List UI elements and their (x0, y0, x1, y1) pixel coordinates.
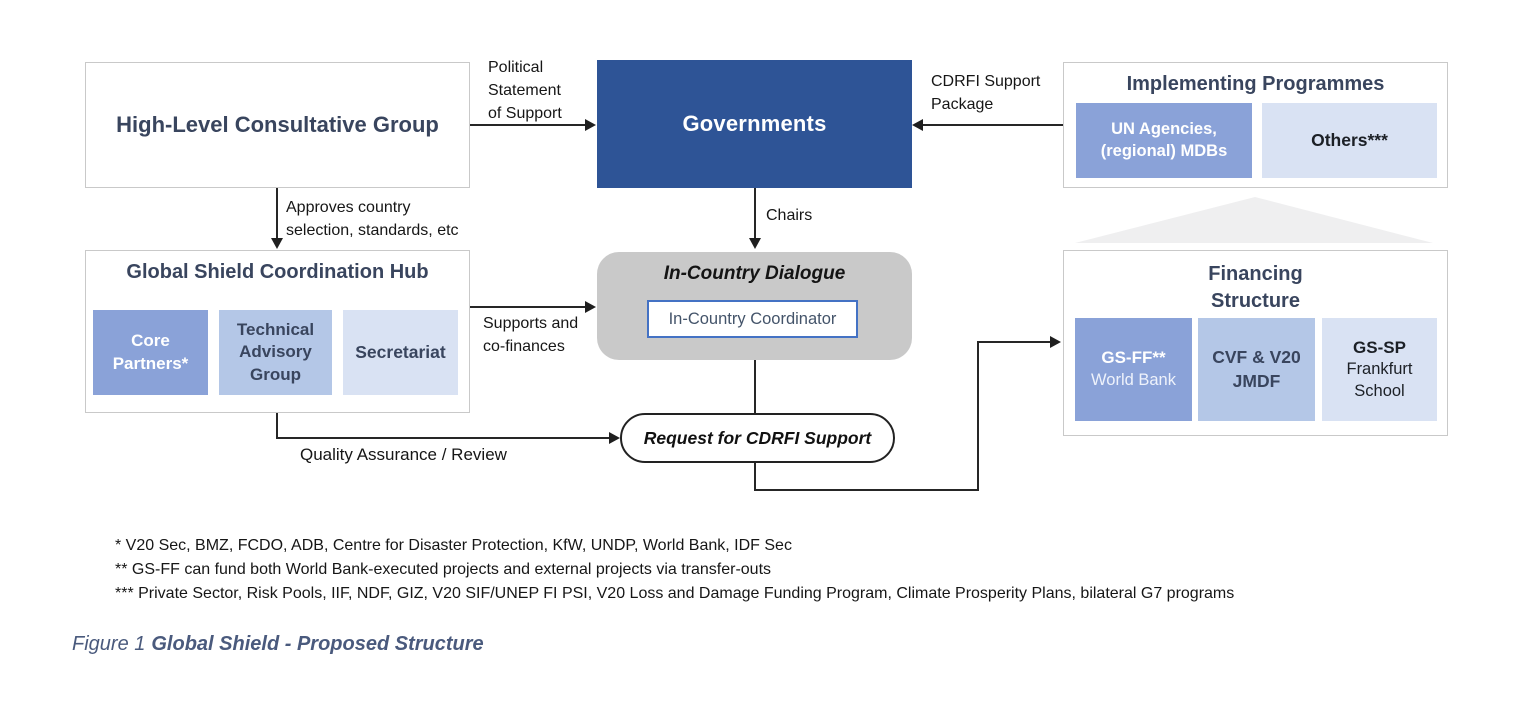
in-country-dialogue-box: In-Country Dialogue In-Country Coordinat… (597, 252, 912, 360)
request-financing-line-v2 (977, 342, 979, 491)
supports-line (470, 306, 586, 308)
gsff-line1: GS-FF** (1101, 348, 1166, 368)
political-statement-label: Political Statement of Support (488, 59, 562, 123)
approves-arrowhead-icon (271, 238, 283, 249)
gsff-world-bank-box: GS-FF** World Bank (1075, 318, 1192, 421)
footnote-3: *** Private Sector, Risk Pools, IIF, NDF… (115, 585, 1235, 602)
core-partners-box: Core Partners* (93, 310, 208, 395)
chairs-line (754, 188, 756, 238)
in-country-coordinator-box: In-Country Coordinator (647, 300, 858, 338)
governments-box: Governments (597, 60, 912, 188)
approves-label: Approves country selection, standards, e… (286, 199, 459, 240)
gssp-text: GS-SP Frankfurt School (1346, 337, 1412, 402)
supports-arrowhead-icon (585, 301, 596, 313)
request-financing-line-h2 (977, 341, 1052, 343)
secretariat-box: Secretariat (343, 310, 458, 395)
chairs-label: Chairs (766, 207, 813, 224)
figure-caption-title: Global Shield - Proposed Structure (151, 633, 484, 655)
cdrfi-package-arrowhead-icon (912, 119, 923, 131)
in-country-dialogue-title: In-Country Dialogue (663, 263, 846, 284)
governments-title: Governments (682, 111, 827, 136)
supports-label: Supports and co-finances (483, 315, 579, 356)
quality-arrowhead-icon (609, 432, 620, 444)
gssp-line2: Frankfurt School (1346, 360, 1413, 400)
approves-line (276, 188, 278, 238)
gsff-line2: World Bank (1091, 370, 1176, 389)
footnote-2: ** GS-FF can fund both World Bank-execut… (115, 561, 772, 578)
quality-line-vertical (276, 413, 278, 439)
cdrfi-package-label: CDRFI Support Package (931, 73, 1041, 114)
implementing-programmes-title: Implementing Programmes (1126, 73, 1385, 95)
dialogue-request-line (754, 360, 756, 413)
quality-line-horizontal (276, 437, 611, 439)
figure-caption-prefix: Figure 1 (72, 633, 146, 655)
cdrfi-package-line (923, 124, 1063, 126)
gssp-frankfurt-school-box: GS-SP Frankfurt School (1322, 318, 1437, 421)
footnotes: * V20 Sec, BMZ, FCDO, ADB, Centre for Di… (115, 534, 1415, 606)
political-statement-arrowhead-icon (585, 119, 596, 131)
un-agencies-mdbs-box: UN Agencies, (regional) MDBs (1076, 103, 1252, 178)
financing-structure-title: Financing Structure (1208, 263, 1303, 312)
request-financing-line-h1 (754, 489, 979, 491)
high-level-consultative-group-box: High-Level Consultative Group (85, 62, 470, 188)
quality-label: Quality Assurance / Review (300, 445, 507, 464)
financing-arrowhead-icon (1050, 336, 1061, 348)
political-statement-line (470, 124, 586, 126)
technical-advisory-group-box: Technical Advisory Group (219, 310, 332, 395)
coordination-hub-title: Global Shield Coordination Hub (126, 261, 429, 283)
gsff-text: GS-FF** World Bank (1091, 347, 1176, 391)
chairs-arrowhead-icon (749, 238, 761, 249)
request-cdrfi-support-box: Request for CDRFI Support (620, 413, 895, 463)
high-level-consultative-group-title: High-Level Consultative Group (116, 112, 439, 137)
footnote-1: * V20 Sec, BMZ, FCDO, ADB, Centre for Di… (115, 537, 792, 554)
cvf-v20-jmdf-box: CVF & V20 JMDF (1198, 318, 1315, 421)
request-financing-line-v1 (754, 463, 756, 491)
others-box: Others*** (1262, 103, 1437, 178)
gssp-line1: GS-SP (1353, 337, 1406, 357)
financing-implementing-triangle-icon (1075, 197, 1433, 243)
